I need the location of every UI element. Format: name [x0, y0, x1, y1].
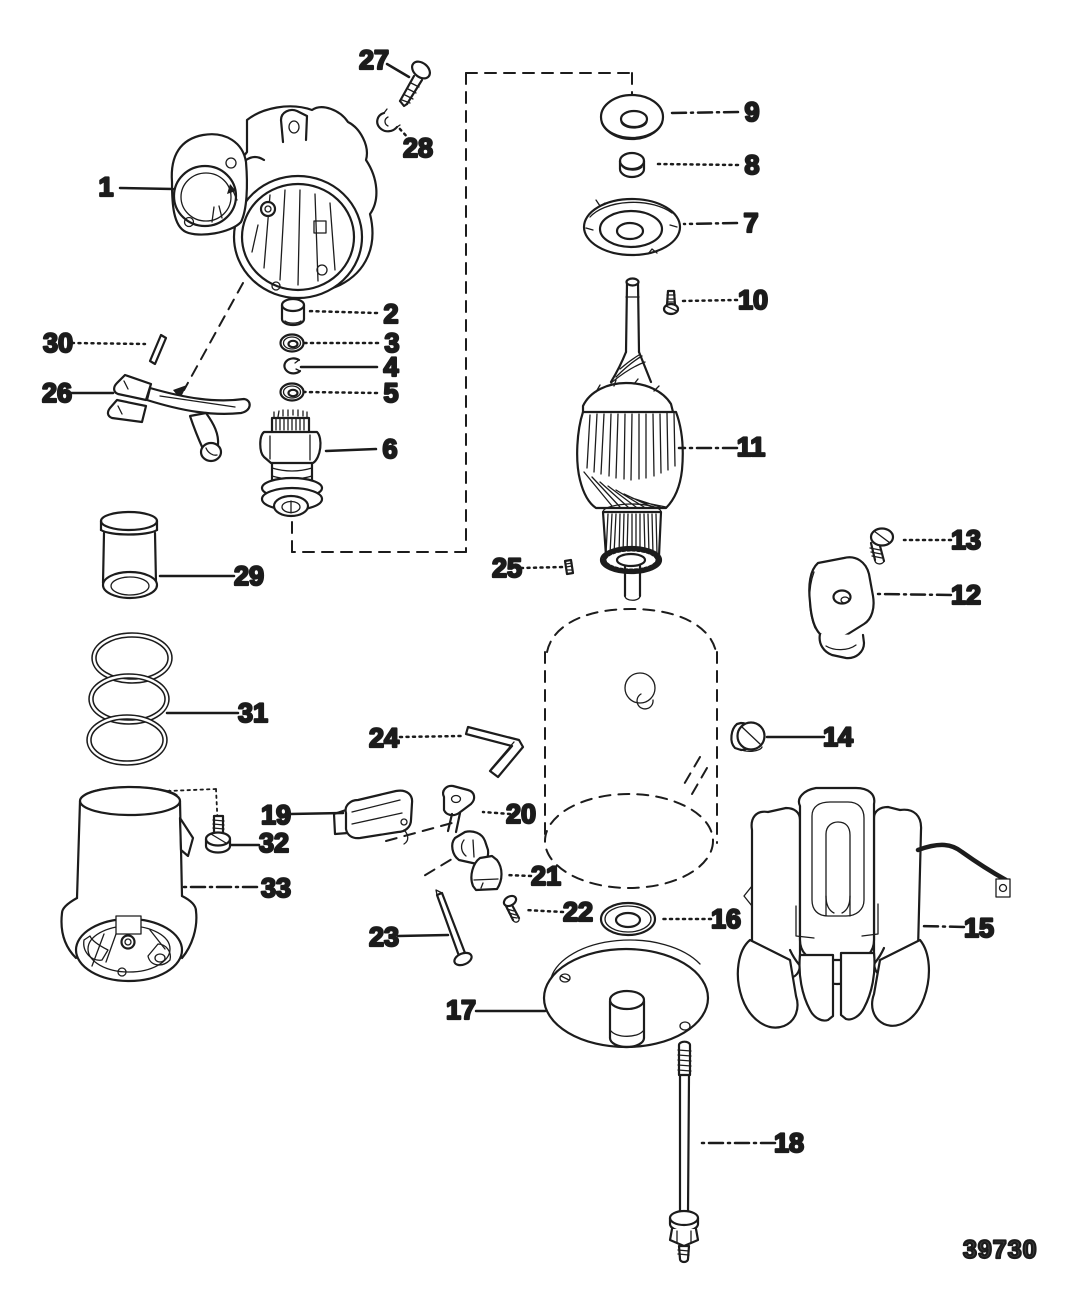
callout-11-label: 11	[737, 432, 766, 462]
callout-32-label: 32	[259, 828, 289, 858]
part-27-bolt	[398, 60, 431, 108]
callout-25-label: 25	[492, 553, 522, 583]
part-9-washer	[599, 93, 665, 141]
part-33-motor-end-frame	[60, 785, 198, 983]
part-10-screw	[662, 289, 680, 316]
part-30-pin	[148, 333, 168, 366]
part-29-bushing	[99, 510, 159, 600]
callout-30-leader	[70, 341, 147, 346]
callout-14-label: 14	[823, 722, 853, 752]
callout-1-leader	[118, 186, 175, 191]
callout-9-leader	[668, 110, 740, 115]
part-12-brush-plate	[808, 556, 875, 660]
figure-code: 39730	[963, 1236, 1038, 1264]
callout-7-label: 7	[743, 208, 758, 238]
part-7-end-plate	[582, 197, 682, 257]
callout-2-label: 2	[383, 299, 398, 329]
part-14-cap	[730, 721, 766, 752]
callout-28-label: 28	[403, 133, 433, 163]
callout-23-label: 23	[369, 922, 399, 952]
callout-22-leader	[523, 908, 565, 914]
callout-31-label: 31	[238, 698, 268, 728]
callout-6-leader	[324, 447, 378, 453]
part-22-screw	[502, 894, 521, 923]
callout-15-leader	[918, 924, 966, 929]
callout-15-label: 15	[964, 913, 994, 943]
part-13-screw	[869, 527, 895, 565]
callout-5-label: 5	[383, 378, 398, 408]
part-31-spring	[86, 632, 173, 766]
part-16-washer	[599, 901, 657, 937]
callout-12-leader	[876, 592, 953, 597]
callout-27-label: 27	[359, 45, 389, 75]
callout-17-label: 17	[446, 995, 476, 1025]
part-21-wedge	[470, 854, 503, 892]
callout-16-label: 16	[711, 904, 741, 934]
callout-4-label: 4	[383, 352, 398, 382]
callout-22-label: 22	[563, 897, 593, 927]
part-8-spacer	[618, 151, 646, 179]
part-18-through-bolt	[668, 1040, 700, 1264]
callout-20-label: 20	[506, 799, 536, 829]
callout-9-label: 9	[744, 97, 759, 127]
part-5-washer	[279, 382, 305, 402]
callout-2-leader	[304, 309, 379, 315]
part-25-pin	[563, 558, 575, 576]
part-23-pin	[435, 889, 473, 967]
callout-10-leader	[679, 298, 739, 303]
callout-30-label: 30	[43, 328, 73, 358]
callout-26-label: 26	[42, 378, 72, 408]
part-4-snap-ring	[283, 357, 302, 375]
callout-24-label: 24	[369, 723, 399, 753]
part-3-washer	[279, 333, 305, 353]
part-11-armature	[576, 277, 684, 601]
callout-19-leader	[288, 811, 345, 816]
callout-3-label: 3	[384, 328, 399, 358]
part-15-field-frame	[736, 786, 1011, 1029]
callout-8-leader	[654, 162, 740, 167]
part-26-shift-lever	[106, 373, 251, 463]
part-28-clip	[376, 108, 401, 133]
callout-19-label: 19	[261, 800, 291, 830]
callout-21-leader	[504, 873, 533, 878]
callout-18-label: 18	[774, 1128, 804, 1158]
callout-24-leader	[398, 734, 464, 739]
callout-13-label: 13	[951, 525, 981, 555]
part-19-brush-holder	[332, 789, 414, 845]
part-2-bushing	[280, 297, 306, 327]
callout-20-leader	[481, 810, 512, 816]
callout-7-leader	[682, 221, 739, 226]
part-17-end-cap	[542, 939, 710, 1049]
part-1-gear-housing	[170, 105, 378, 300]
callout-8-label: 8	[744, 150, 759, 180]
callout-10-label: 10	[738, 285, 768, 315]
callout-25-leader	[519, 565, 565, 570]
frame-ghost-cylinder	[544, 608, 718, 889]
callout-5-leader	[302, 390, 379, 395]
callout-1-label: 1	[98, 172, 113, 202]
callout-21-label: 21	[531, 861, 561, 891]
part-32-screw	[204, 814, 232, 854]
callout-23-leader	[396, 933, 450, 938]
callout-33-label: 33	[261, 873, 291, 903]
callout-29-label: 29	[234, 561, 264, 591]
callout-12-label: 12	[951, 580, 981, 610]
part-6-drive-assembly	[259, 409, 324, 518]
callout-28-leader	[397, 126, 412, 142]
part-24-spring-strip	[464, 725, 525, 779]
callout-6-label: 6	[382, 434, 397, 464]
callout-27-leader	[385, 62, 411, 79]
